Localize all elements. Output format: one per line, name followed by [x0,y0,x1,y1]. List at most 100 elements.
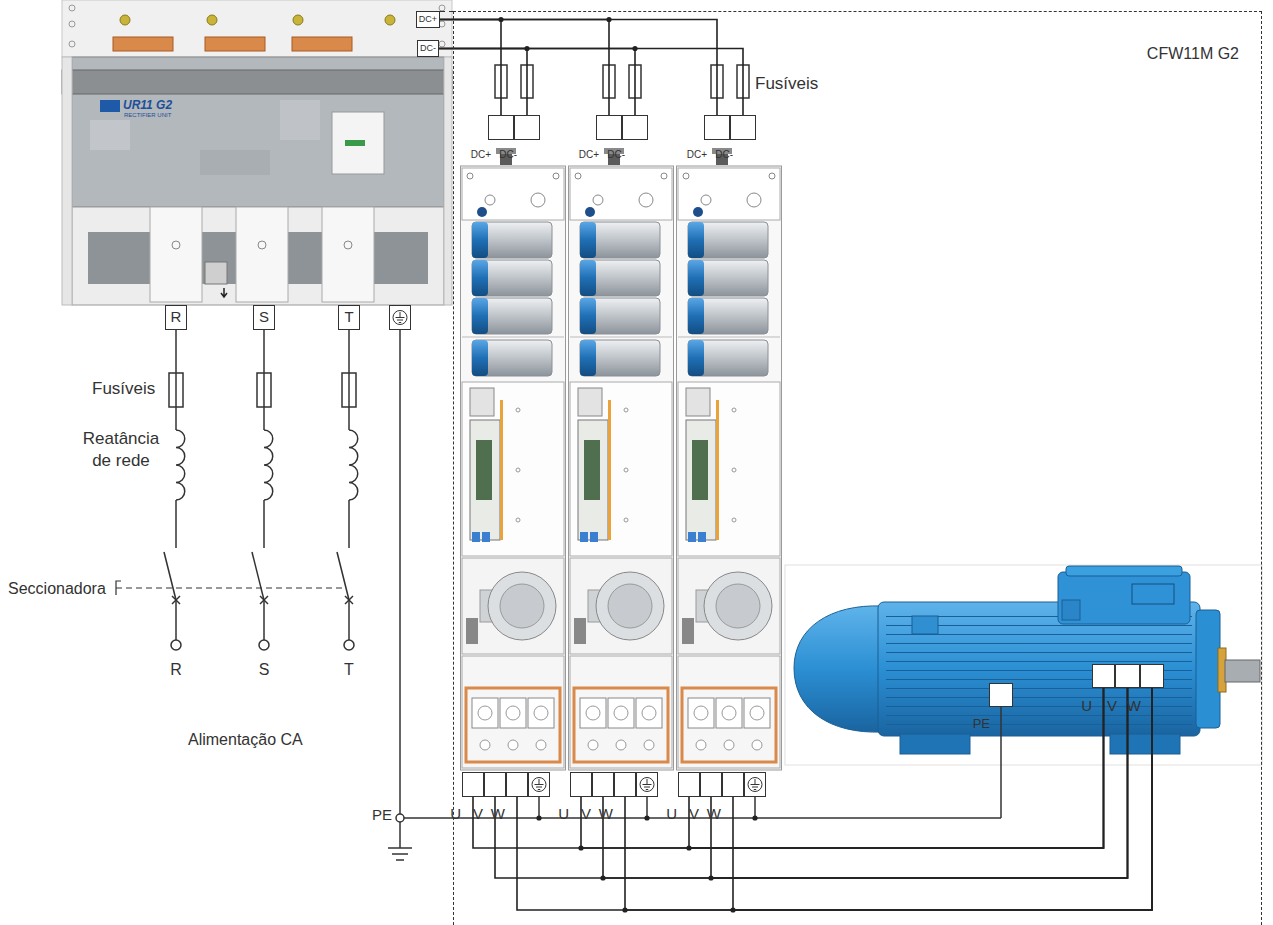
rectifier-unit [69,21,75,27]
ground-wiring [646,797,648,818]
inverter-modules [677,148,782,770]
motor-terminal: W [1140,664,1164,688]
rectifier-unit [439,41,445,47]
motor-illustration [900,734,970,754]
output-terminal: W [722,772,744,797]
ground-wiring [1000,707,1002,818]
terminal-label: DC- [607,149,625,160]
rectifier-unit [322,207,374,302]
terminal-label: DC+ [471,149,491,160]
wire-connector [517,688,1152,910]
supply-wiring [164,330,185,650]
rectifier-unit [280,100,320,140]
inverter-modules [461,148,566,770]
product-name: UR11 G2 [123,98,172,112]
supply-wiring [116,330,358,650]
motor-illustration [1225,660,1260,682]
rectifier-unit [69,41,75,47]
motor-illustration [1066,566,1182,576]
supply-wiring [252,330,273,650]
wire-connector [439,49,743,116]
rectifier-unit [293,15,303,25]
ground-wiring [388,12,1001,861]
ground-wiring [754,797,756,818]
phase-label: R [170,660,182,679]
motor-illustration [785,565,1262,765]
region-title: CFW11M G2 [1147,45,1239,63]
terminal-label: W [707,806,721,823]
rectifier-unit [205,37,265,51]
motor-illustration [785,565,1262,765]
motor-illustration [1058,572,1190,624]
rectifier-unit [385,15,395,25]
motor-illustration [1196,610,1220,728]
motor-illustration [1110,734,1180,754]
product-subtitle: RECTIFIER UNIT [124,112,171,119]
terminal-label: R [171,309,182,326]
ground-terminals [529,773,550,797]
rectifier-unit [200,150,270,175]
ground-terminals [745,773,766,797]
rectifier-unit [207,15,217,25]
rectifier-unit [62,0,452,305]
ground-wiring [439,11,453,12]
terminal-label: DC- [715,149,733,160]
supply-wiring [116,587,346,588]
terminal-label: U [666,806,677,823]
wire-connector [440,20,609,116]
rectifier-unit [69,5,75,11]
module-dc-terminal: DC- [622,115,648,140]
ground-wiring [396,859,404,861]
ground-wiring [399,822,401,848]
dc-bus-terminal: DC- [417,40,439,57]
wire-connector [473,688,1104,848]
rectifier-unit [444,57,452,305]
junction-dots [498,17,757,913]
ground-terminals [390,306,766,797]
wire-connector [495,688,1128,878]
terminal-label: W [1127,698,1141,715]
rectifier-unit [292,37,352,51]
motor-illustration [912,616,938,634]
wire-connector [440,20,717,116]
module-dc-terminal: DC+ [596,115,622,140]
terminal-label: T [344,309,353,326]
drive-region: CFW11M G2DC+DC-DC+DC-DC+DC-UVWPEUVWUVWUV… [453,11,1262,925]
rectifier-unit [100,100,120,112]
earth-label: PE [372,806,392,824]
supply-wiring [337,330,358,650]
wire-connector [581,688,1104,848]
motor-illustration [886,610,1192,728]
wire-connector [689,688,1104,848]
terminal-label: DC+ [419,15,437,25]
module-dc-terminal: DC+ [704,115,730,140]
rectifier-unit [62,57,72,305]
terminal-label: DC- [499,149,517,160]
rectifier-unit [332,112,384,174]
dc-bus-terminal: DC+ [416,11,440,28]
rectifier-unit [236,207,288,302]
rectifier-unit [62,70,452,94]
terminal-label: V [1107,698,1117,715]
output-terminal: U [462,772,484,797]
terminal-label: DC- [420,44,436,54]
junction-dots [752,815,757,820]
motor-terminal: U [1092,664,1115,688]
output-terminal: U [570,772,592,797]
rectifier-unit [221,288,227,297]
terminal-label: S [259,309,269,326]
motor-illustration [794,606,882,732]
ground-terminals [637,773,658,797]
wire-connector [440,20,501,116]
output-terminal: W [614,772,636,797]
junction-dots [536,815,541,820]
inverter-modules [461,148,782,770]
rectifier-unit [150,207,202,302]
ground-wiring [538,797,540,818]
motor-pe-terminal: PE [989,683,1013,707]
ground-wiring [396,814,404,822]
output-terminal: W [506,772,528,797]
terminal-label: U [1081,698,1092,715]
rectifier-unit [113,37,173,51]
